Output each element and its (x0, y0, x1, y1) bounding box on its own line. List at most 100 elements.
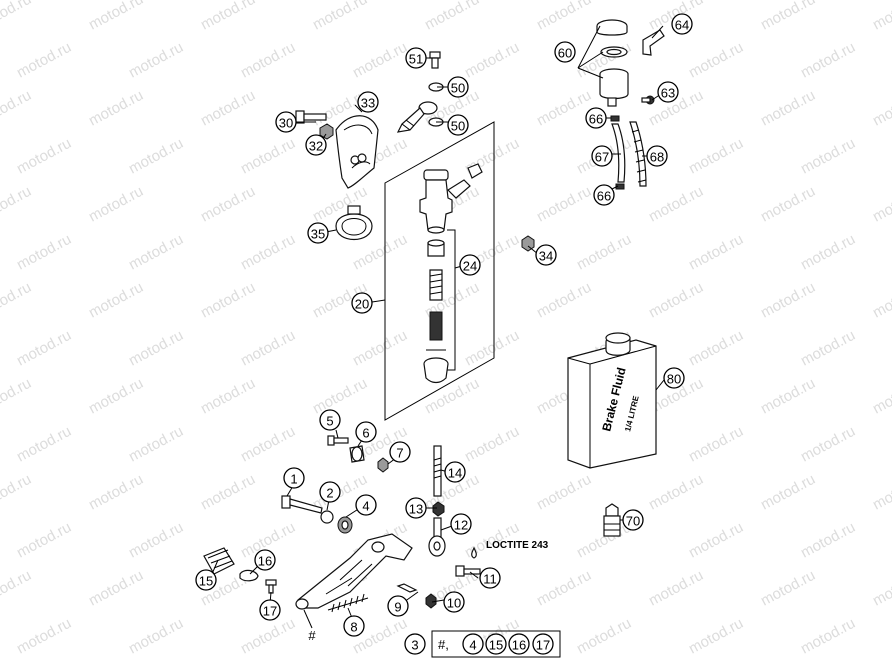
kit-box: #, (431, 630, 561, 658)
watermark-text: motod.ru (758, 183, 818, 226)
nut-icon (521, 235, 535, 252)
callout-part-11: 11 (479, 567, 501, 589)
callout-circle (657, 81, 679, 103)
callout-circle (535, 244, 557, 266)
push-rod-icon (433, 445, 442, 497)
callout-number: 12 (454, 518, 468, 533)
callout-circle (275, 111, 297, 133)
bolt-icon (327, 435, 349, 446)
master-cylinder-assembly-frame (384, 121, 495, 421)
watermark-text: motod.ru (238, 231, 298, 274)
watermark-text: motod.ru (534, 87, 594, 130)
leader-line (335, 429, 339, 439)
watermark-text: motod.ru (870, 279, 892, 322)
callout-number: 4 (469, 638, 476, 653)
callout-part-14: 14 (444, 461, 466, 483)
callout-part-50b: 50 (447, 114, 469, 136)
brake-reservoir-icon (596, 19, 629, 107)
callout-number: 4 (362, 499, 369, 514)
leader-line (577, 25, 601, 69)
nut-icon (425, 593, 437, 609)
callout-number: 14 (448, 466, 462, 481)
watermark-text: motod.ru (0, 567, 34, 610)
callout-number: 5 (326, 414, 333, 429)
watermark-text: motod.ru (686, 39, 746, 82)
watermark-text: motod.ru (0, 375, 34, 418)
piston-kit-icon (423, 239, 449, 384)
watermark-text: motod.ru (462, 327, 522, 370)
callout-number: 51 (409, 52, 423, 67)
watermark-text: motod.ru (798, 231, 858, 274)
leader-line (577, 51, 604, 69)
watermark-text: motod.ru (238, 615, 298, 658)
callout-circle (479, 567, 501, 589)
watermark-text: motod.ru (14, 519, 74, 562)
watermark-text: motod.ru (198, 183, 258, 226)
banjo-fitting-icon (396, 101, 438, 133)
watermark-text: motod.ru (686, 231, 746, 274)
callout-number: 7 (396, 446, 403, 461)
callout-part-63: 63 (657, 81, 679, 103)
callout-number: 17 (536, 638, 550, 653)
kit-callout-4: 4 (462, 633, 484, 655)
watermark-text: motod.ru (86, 183, 146, 226)
watermark-text: motod.ru (686, 327, 746, 370)
callout-number: 66 (597, 189, 611, 204)
callout-part-10: 10 (443, 591, 465, 613)
callout-part-2: 2 (319, 481, 341, 503)
watermark-text: motod.ru (870, 183, 892, 226)
watermark-text: motod.ru (798, 327, 858, 370)
callout-number: 30 (279, 116, 293, 131)
bushing-icon (349, 445, 365, 463)
callout-part-67: 67 (591, 145, 613, 167)
leader-line (354, 104, 363, 113)
watermark-text: motod.ru (126, 135, 186, 178)
callout-part-13: 13 (405, 497, 427, 519)
callout-number: 24 (463, 259, 477, 274)
callout-number: 16 (258, 554, 272, 569)
heel-guard-icon (335, 115, 379, 189)
watermark-text: motod.ru (534, 0, 594, 34)
leader-line (440, 525, 453, 531)
watermark-text: motod.ru (870, 0, 892, 34)
callout-circle (405, 497, 427, 519)
watermark-text: motod.ru (574, 615, 634, 658)
spring-pin-icon (239, 569, 259, 582)
watermark-text: motod.ru (798, 615, 858, 658)
callout-number: 13 (409, 502, 423, 517)
watermark-text: motod.ru (0, 279, 34, 322)
callout-part-34: 34 (535, 244, 557, 266)
watermark-text: motod.ru (310, 375, 370, 418)
callout-part-32: 32 (305, 134, 327, 156)
leader-line (469, 571, 479, 579)
callout-part-20: 20 (351, 292, 373, 314)
watermark-text: motod.ru (14, 231, 74, 274)
watermark-text: motod.ru (126, 231, 186, 274)
callout-part-60: 60 (554, 41, 576, 63)
watermark-text: motod.ru (198, 87, 258, 130)
callout-circle (254, 549, 276, 571)
hose-clamp-icon (610, 115, 620, 122)
watermark-text: motod.ru (798, 135, 858, 178)
callout-number: 35 (311, 227, 325, 242)
callout-part-12: 12 (450, 513, 472, 535)
reservoir-bracket-icon (642, 29, 665, 56)
watermark-text: motod.ru (198, 0, 258, 34)
watermark-text: motod.ru (686, 135, 746, 178)
callout-circle (351, 292, 373, 314)
callout-circle (355, 421, 377, 443)
washer-icon (396, 583, 418, 593)
callout-circle (444, 461, 466, 483)
callout-number: 33 (361, 96, 375, 111)
watermark-text: motod.ru (870, 375, 892, 418)
watermark-text: motod.ru (686, 519, 746, 562)
callout-number: 63 (661, 86, 675, 101)
callout-part-17: 17 (259, 599, 281, 621)
watermark-text: motod.ru (646, 567, 706, 610)
callout-number: 2 (326, 486, 333, 501)
watermark-text: motod.ru (758, 279, 818, 322)
cable-tie-icon (335, 205, 373, 240)
